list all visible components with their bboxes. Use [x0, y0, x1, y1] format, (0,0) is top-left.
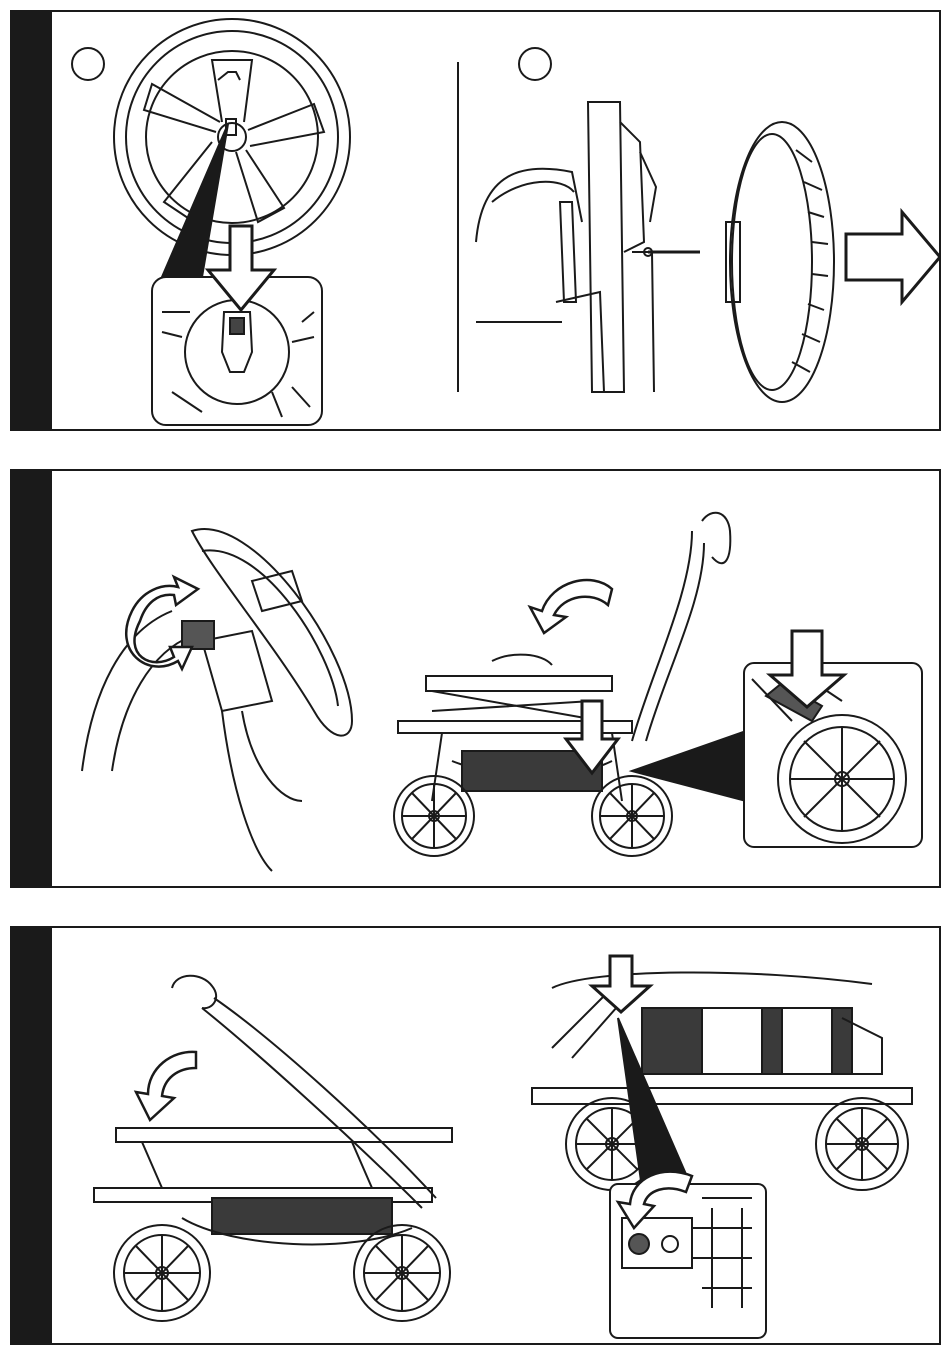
instruction-panel-3: [10, 926, 941, 1345]
fold-down-arrow-icon: [136, 1052, 196, 1120]
panel-side-strip: [12, 471, 52, 886]
pull-off-arrow-icon: [846, 212, 940, 302]
handlebar-closeup: [82, 529, 352, 871]
instruction-panel-2: [10, 469, 941, 888]
step-circle-b: [519, 48, 551, 80]
stroller-folding: [94, 976, 452, 1321]
zoom-wedge-2: [632, 731, 746, 801]
instruction-panel-1: [10, 10, 941, 431]
fold-complete-illustration: [52, 928, 941, 1343]
wheel-front-view: [114, 19, 350, 255]
wheel-removal-illustration: [52, 12, 941, 429]
fold-release-illustration: [52, 471, 941, 886]
stroller-axle-side-view: [476, 102, 700, 392]
stroller-unfolding: [394, 513, 730, 856]
fold-back-arrow-icon: [530, 580, 612, 633]
release-latch-arrow-icon: [592, 956, 650, 1012]
step-circle-a: [72, 48, 104, 80]
panel-side-strip: [12, 12, 52, 429]
wheel-side-view: [726, 122, 834, 402]
stroller-folded: [532, 972, 912, 1190]
panel-side-strip: [12, 928, 52, 1343]
zoom-detail-box-2: [744, 663, 922, 847]
